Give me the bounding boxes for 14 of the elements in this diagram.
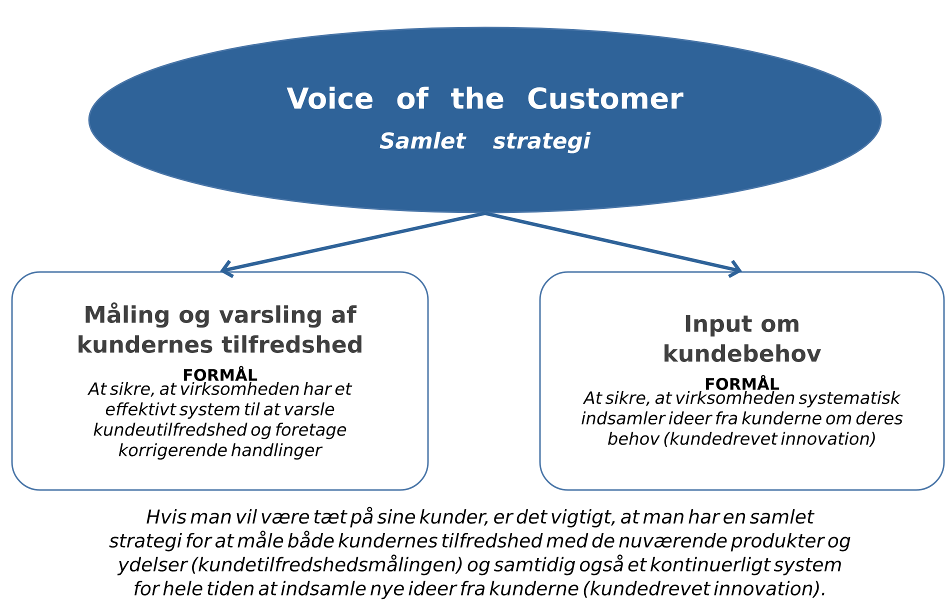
caption-text: Hvis man vil være tæt på sine kunder, er det vigtigt, at man har en samlet strategi for at måle både kundernes tilfredshed med de nuværende produkter og ydelser (kundetilfredshedsmålingen) og samtidig også et kontinuerligt system for hele tiden at indsamle nye ideer fra kunderne (kundedrevet innovation). [109, 506, 850, 600]
subtitle-text: Samlet strategi [380, 132, 591, 154]
rounded-box [539, 271, 945, 491]
purpose-label: FORMÅL [184, 366, 258, 381]
box-heading: Måling og varsling af kundernes tilfredshed [78, 302, 362, 353]
purpose-label: FORMÅL [706, 374, 780, 390]
arrow [220, 212, 486, 278]
ellipse [88, 26, 882, 214]
arrow [484, 212, 742, 278]
box-heading: Input om kundebehov [664, 315, 822, 362]
purpose-text: At sikre, at virksomheden har et effektivt system til at varsle kundeutilfredshed og foretage korrigerende handlinger [87, 382, 352, 460]
purpose-text: At sikre, at virksomheden systematisk indsamler ideer fra kunderne om deres behov (kundedrevet innovation) [582, 390, 903, 447]
title-text: Voice of the Customer [286, 86, 684, 110]
rounded-box [11, 271, 429, 491]
